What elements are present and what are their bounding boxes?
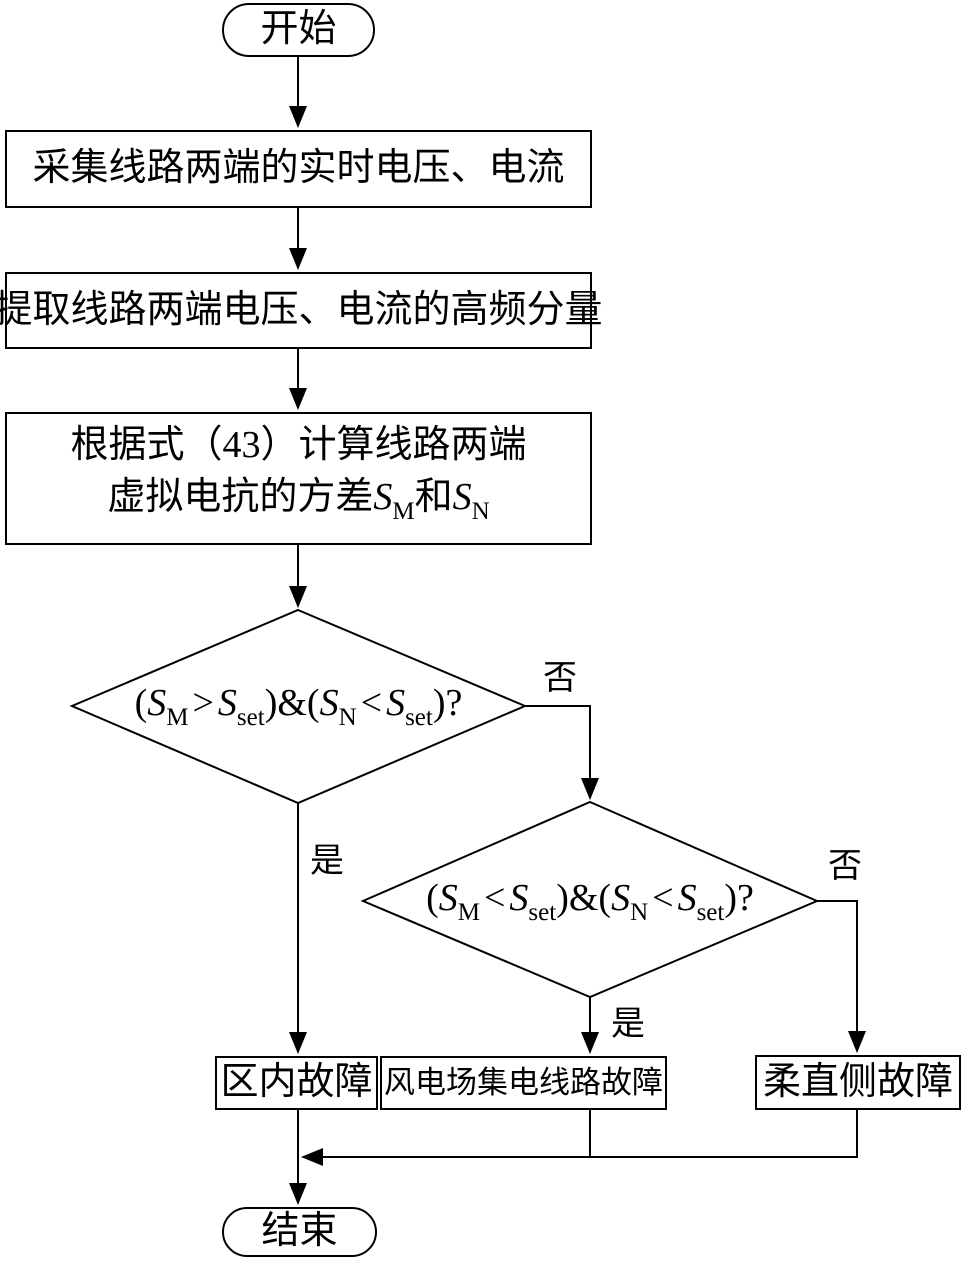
process-compute-line2: 虚拟电抗的方差SM和SN — [107, 476, 490, 525]
result-windfarm-label: 风电场集电线路故障 — [384, 1065, 663, 1101]
connector-vsc-to-merge — [301, 1110, 858, 1166]
result-vsc-label: 柔直侧故障 — [762, 1060, 953, 1103]
decision1-no-label: 否 — [543, 660, 577, 697]
process-compute-line1: 根据式（43）计算线路两端 — [70, 424, 527, 466]
decision2-no-label: 否 — [828, 848, 862, 885]
start-label: 开始 — [260, 8, 337, 51]
result-vsc-side-fault: 柔直侧故障 — [755, 1055, 961, 1110]
decision2-condition: (SM<Sset)&(SN<Sset)? — [375, 871, 805, 931]
process-extract-label: 提取线路两端电压、电流的高频分量 — [0, 288, 603, 331]
process-collect-voltage-current: 采集线路两端的实时电压、电流 — [5, 130, 592, 208]
connector-decision2-no-to-vsc — [817, 900, 866, 1053]
decision1-condition: (SM>Sset)&(SN<Sset)? — [85, 676, 512, 736]
decision1-yes-label: 是 — [310, 843, 344, 880]
decision2-yes-label: 是 — [611, 1006, 645, 1043]
result-windfarm-collection-line-fault: 风电场集电线路故障 — [380, 1056, 667, 1110]
start-terminal: 开始 — [222, 3, 375, 57]
decision1-formula: (SM>Sset)&(SN<Sset)? — [134, 681, 463, 731]
end-terminal: 结束 — [222, 1207, 377, 1257]
process-extract-high-frequency: 提取线路两端电压、电流的高频分量 — [0, 272, 603, 349]
result-internal-label: 区内故障 — [220, 1061, 373, 1104]
decision1-diamond — [69, 608, 528, 805]
end-label: 结束 — [261, 1210, 338, 1253]
decision2-formula: (SM<Sset)&(SN<Sset)? — [426, 876, 754, 926]
process-compute-variance: 根据式（43）计算线路两端 虚拟电抗的方差SM和SN — [5, 412, 592, 545]
decision2-diamond — [360, 800, 820, 999]
result-internal-fault: 区内故障 — [215, 1056, 378, 1110]
connector-decision1-no-to-decision2 — [525, 705, 599, 800]
process-collect-label: 采集线路两端的实时电压、电流 — [32, 147, 565, 190]
